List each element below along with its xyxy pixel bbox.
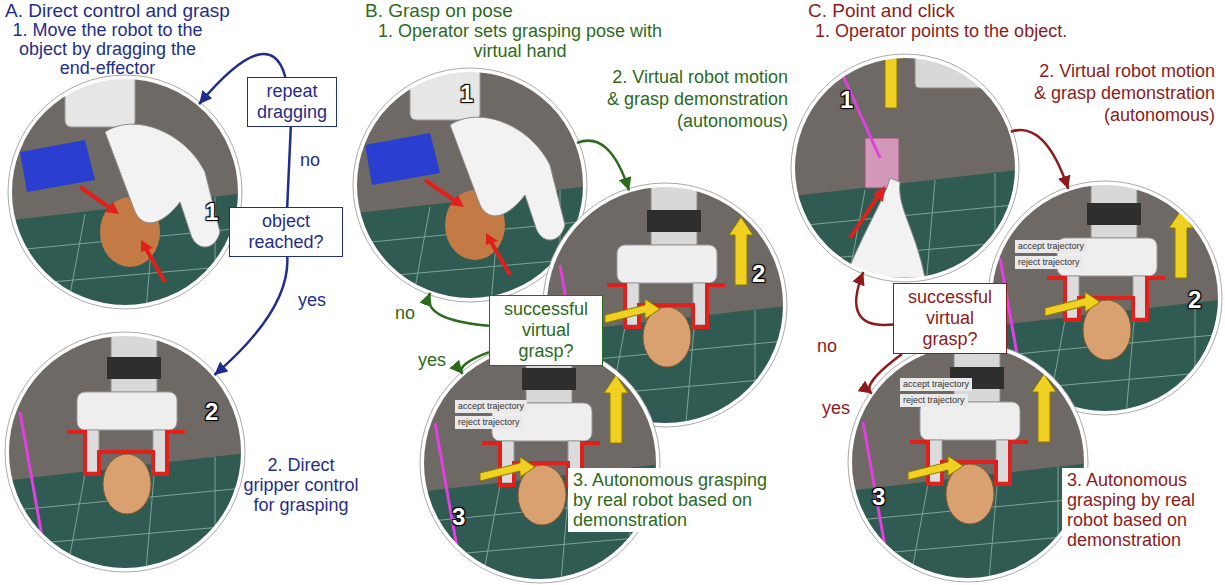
ui-button-text: accept trajectory: [900, 378, 972, 391]
step-caption: 1. Operator sets grasping pose with virt…: [370, 21, 670, 61]
photo-circle: 3: [850, 344, 1086, 580]
flow-arrow: [1011, 130, 1068, 189]
step-caption: 2. Direct gripper control for grasping: [240, 455, 362, 515]
edge-label: yes: [416, 350, 448, 370]
decision-box: successful virtual grasp?: [489, 295, 603, 366]
step-caption: 1. Operator points to the object.: [815, 21, 1100, 41]
callout-number: 1: [205, 200, 218, 224]
step-caption: 2. Virtual robot motion & grasp demonstr…: [1025, 60, 1215, 126]
step-caption: 3. Autonomous grasping by real robot bas…: [568, 468, 796, 532]
step-caption: 1. Move the robot to the object by dragg…: [5, 21, 210, 78]
ui-button-text: accept trajectory: [455, 400, 527, 413]
flow-arrow: [856, 272, 893, 325]
box-text: object reached?: [236, 211, 336, 253]
edge-label: no: [393, 303, 417, 323]
flow-arrow: [461, 352, 489, 374]
panel-title: C. Point and click: [808, 0, 1028, 21]
panel-title: B. Grasp on pose: [365, 0, 565, 21]
photo-circle: 2: [990, 183, 1220, 413]
flow-arrow: [869, 354, 902, 394]
panel-title: A. Direct control and grasp: [5, 0, 265, 21]
photo-circle: 2: [7, 334, 243, 570]
photo-circle: 1: [10, 77, 240, 307]
step-caption: 2. Virtual robot motion & grasp demonstr…: [598, 66, 788, 132]
flow-arrow: [214, 257, 287, 375]
callout-number: 2: [752, 262, 765, 286]
photo-circle: 3: [422, 345, 658, 581]
decision-box: successful virtual grasp?: [893, 283, 1007, 354]
edge-label: no: [298, 150, 322, 170]
photo-circle: 1: [793, 56, 1017, 280]
flow-arrow: [429, 293, 489, 326]
flow-arrow: [287, 127, 291, 207]
ui-button-text: reject trajectory: [1015, 256, 1083, 269]
loop-box: repeat dragging: [247, 77, 337, 127]
edge-label: yes: [296, 290, 328, 310]
ui-button-text: accept trajectory: [1015, 240, 1087, 253]
callout-number: 1: [840, 88, 853, 112]
box-text: successful virtual grasp?: [496, 299, 596, 362]
box-text: repeat dragging: [254, 81, 330, 123]
ui-button-text: reject trajectory: [455, 416, 523, 429]
edge-label: no: [815, 336, 839, 356]
callout-number: 3: [452, 505, 465, 529]
box-text: successful virtual grasp?: [900, 287, 1000, 350]
ui-button-text: reject trajectory: [900, 394, 968, 407]
callout-number: 2: [205, 400, 218, 424]
callout-number: 3: [872, 485, 885, 509]
photo-circle: 1: [355, 70, 585, 300]
edge-label: yes: [820, 398, 852, 418]
callout-number: 2: [1188, 288, 1201, 312]
decision-box: object reached?: [229, 207, 343, 257]
callout-number: 1: [460, 82, 473, 106]
step-caption: 3. Autonomous grasping by real robot bas…: [1062, 468, 1220, 552]
flow-arrow: [577, 141, 629, 191]
